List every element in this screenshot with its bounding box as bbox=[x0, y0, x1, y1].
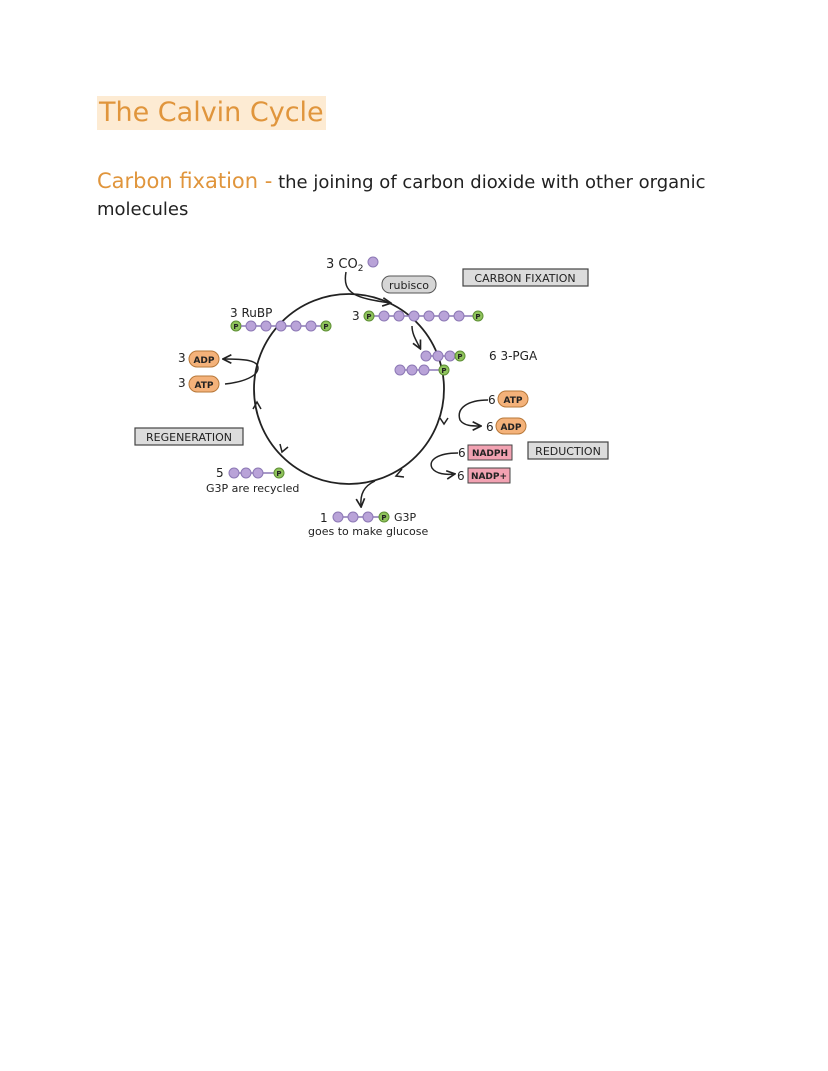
nadp-label: NADP+ bbox=[471, 472, 507, 482]
regen-atp-count: 3 bbox=[178, 376, 186, 390]
glucose-label: goes to make glucose bbox=[308, 525, 428, 538]
svg-text:P: P bbox=[441, 367, 446, 375]
cycle-arrow-right bbox=[439, 417, 449, 426]
split-arrow bbox=[411, 325, 420, 348]
adp-output-badge bbox=[495, 417, 527, 435]
carbon-fixation-box bbox=[462, 268, 589, 287]
reduction-box bbox=[527, 441, 609, 460]
pga-label: 6 3-PGA bbox=[489, 349, 538, 363]
calvin-cycle-diagram: 3 CO2 rubisco CARBON FIXATION REDUCTION … bbox=[134, 256, 609, 538]
page-title: The Calvin Cycle bbox=[97, 96, 326, 130]
atp-input-label: ATP bbox=[503, 396, 522, 406]
svg-text:P: P bbox=[381, 514, 386, 522]
g3p-output-arrow bbox=[361, 480, 376, 506]
g3p-recycled-count: 5 bbox=[216, 466, 224, 480]
cycle-arrow-lower-left bbox=[279, 443, 289, 454]
adp-output-label: ADP bbox=[500, 423, 521, 433]
rubp-molecule: P P bbox=[230, 320, 332, 332]
regen-adp-count: 3 bbox=[178, 351, 186, 365]
regen-atp-badge bbox=[188, 375, 220, 393]
regen-atp-label: ATP bbox=[194, 381, 213, 391]
svg-text:P: P bbox=[233, 323, 238, 331]
svg-text:P: P bbox=[475, 313, 480, 321]
g3p-recycled-label: G3P are recycled bbox=[206, 482, 299, 495]
regeneration-box bbox=[134, 427, 244, 446]
atp-input-count: 6 bbox=[488, 393, 496, 407]
nadph-badge bbox=[467, 444, 513, 461]
co2-arrow bbox=[344, 271, 390, 303]
carbon-fixation-label: CARBON FIXATION bbox=[474, 272, 575, 285]
cycle-arrow-lower-right bbox=[394, 468, 405, 478]
nadph-label: NADPH bbox=[472, 449, 508, 459]
regeneration-label: REGENERATION bbox=[146, 431, 232, 444]
cycle-ring bbox=[253, 293, 445, 485]
nadp-count: 6 bbox=[457, 469, 465, 483]
rubisco-badge bbox=[381, 275, 437, 294]
rubisco-label: rubisco bbox=[389, 279, 429, 292]
g3p-output-count: 1 bbox=[320, 511, 328, 525]
g3p-recycled-molecule: P bbox=[228, 467, 285, 479]
regen-adp-label: ADP bbox=[193, 356, 214, 366]
pga-molecule-bottom: P bbox=[394, 364, 450, 376]
rubp-label: 3 RuBP bbox=[230, 306, 272, 320]
regen-energy-line bbox=[224, 359, 259, 385]
g3p-output-label: G3P bbox=[394, 511, 417, 524]
svg-text:P: P bbox=[276, 470, 281, 478]
nadp-badge bbox=[467, 467, 511, 484]
nadph-input-line bbox=[430, 452, 459, 474]
six-carbon-molecule: P P bbox=[363, 310, 484, 322]
g3p-output-molecule: P bbox=[332, 511, 390, 523]
nadph-count: 6 bbox=[458, 446, 466, 460]
atp-input-badge bbox=[497, 390, 529, 408]
definition-text: the joining of carbon dioxide with other… bbox=[97, 172, 706, 220]
svg-text:P: P bbox=[457, 353, 462, 361]
adp-output-count: 6 bbox=[486, 420, 494, 434]
svg-text:P: P bbox=[323, 323, 328, 331]
definition-term: Carbon fixation - bbox=[97, 169, 273, 193]
atp-input-line bbox=[458, 399, 489, 426]
cycle-arrow-left bbox=[252, 400, 262, 410]
pga-molecule-top: P bbox=[420, 350, 466, 362]
six-carbon-count: 3 bbox=[352, 309, 360, 323]
definition: Carbon fixation - the joining of carbon … bbox=[97, 168, 737, 223]
co2-molecule bbox=[367, 256, 379, 268]
co2-label: 3 CO2 bbox=[326, 257, 363, 274]
svg-text:P: P bbox=[366, 313, 371, 321]
reduction-label: REDUCTION bbox=[535, 445, 601, 458]
regen-adp-badge bbox=[188, 350, 220, 368]
